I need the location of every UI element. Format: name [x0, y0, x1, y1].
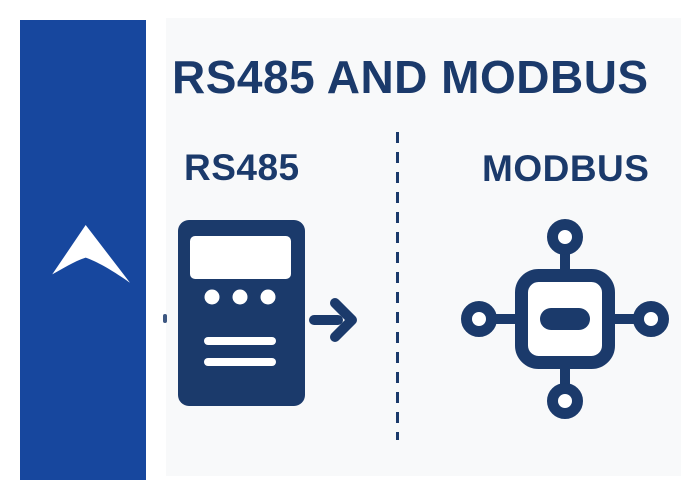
right-arrow-icon — [309, 298, 357, 342]
rs485-column-label: RS485 — [184, 147, 300, 188]
modbus-column-label: MODBUS — [482, 148, 650, 189]
column-divider — [396, 132, 399, 440]
modbus-hub-icon — [461, 219, 669, 419]
page-title: RS485 AND MODBUS — [172, 51, 649, 103]
rs485-device-icon — [178, 220, 305, 406]
stray-mark — [163, 314, 167, 323]
arrowhead-logo-icon — [52, 225, 130, 283]
brand-sidebar — [20, 20, 146, 480]
